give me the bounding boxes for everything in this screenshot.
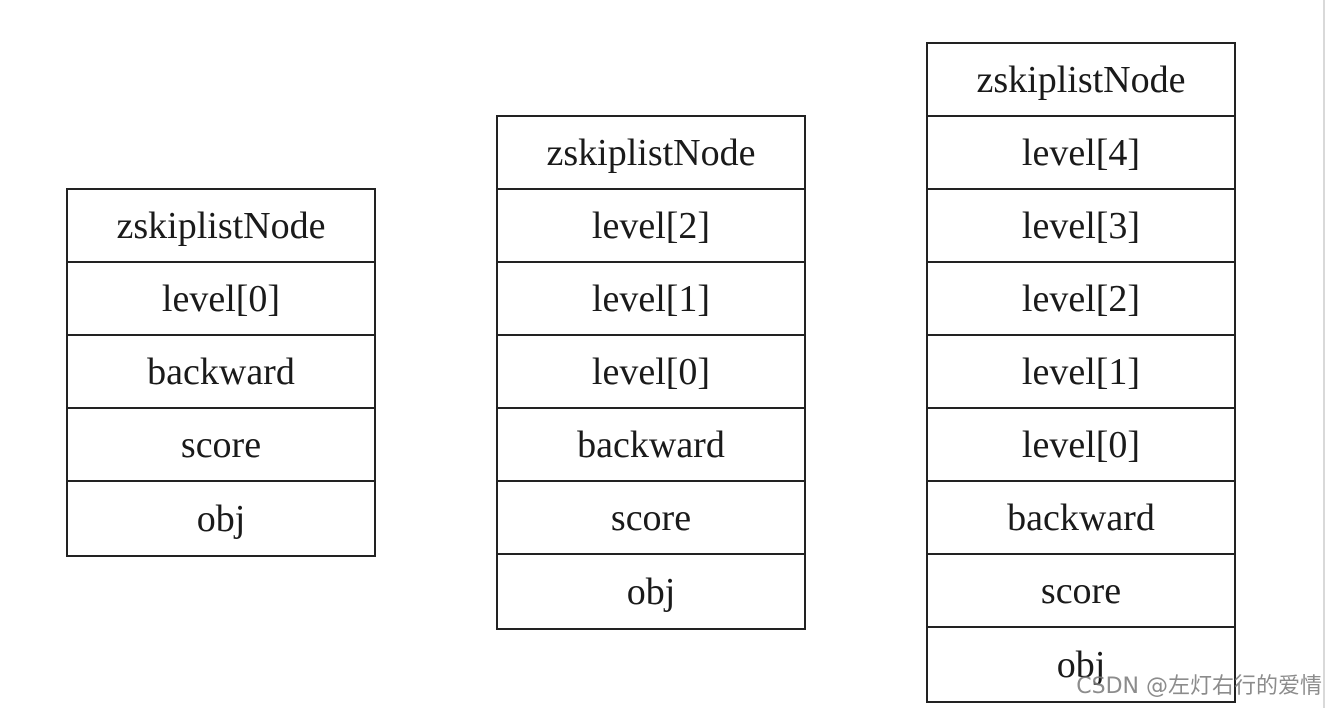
frame-edge-line	[1323, 0, 1325, 708]
skiplist-node-1: zskiplistNode level[0] backward score ob…	[66, 188, 376, 557]
watermark: CSDN @左灯右行的爱情	[1076, 674, 1322, 699]
field-backward: backward	[68, 336, 374, 409]
field-score: score	[498, 482, 804, 555]
field-obj: obj	[196, 497, 246, 540]
field-obj: obj	[626, 570, 676, 613]
field-level-1: level[1]	[498, 263, 804, 336]
field-backward: backward	[928, 482, 1234, 555]
field-score: score	[928, 555, 1234, 628]
field-level-3: level[3]	[928, 190, 1234, 263]
skiplist-node-2: zskiplistNode level[2] level[1] level[0]…	[496, 115, 806, 630]
node-struct-name: zskiplistNode	[498, 117, 804, 190]
field-level-0: level[0]	[68, 263, 374, 336]
field-level-1: level[1]	[928, 336, 1234, 409]
field-level-0: level[0]	[928, 409, 1234, 482]
field-obj: obj	[1056, 643, 1106, 686]
field-level-0: level[0]	[498, 336, 804, 409]
field-level-4: level[4]	[928, 117, 1234, 190]
skiplist-node-3: zskiplistNode level[4] level[3] level[2]…	[926, 42, 1236, 703]
field-level-2: level[2]	[498, 190, 804, 263]
field-score: score	[68, 409, 374, 482]
field-backward: backward	[498, 409, 804, 482]
node-struct-name: zskiplistNode	[68, 190, 374, 263]
node-struct-name: zskiplistNode	[928, 44, 1234, 117]
field-level-2: level[2]	[928, 263, 1234, 336]
